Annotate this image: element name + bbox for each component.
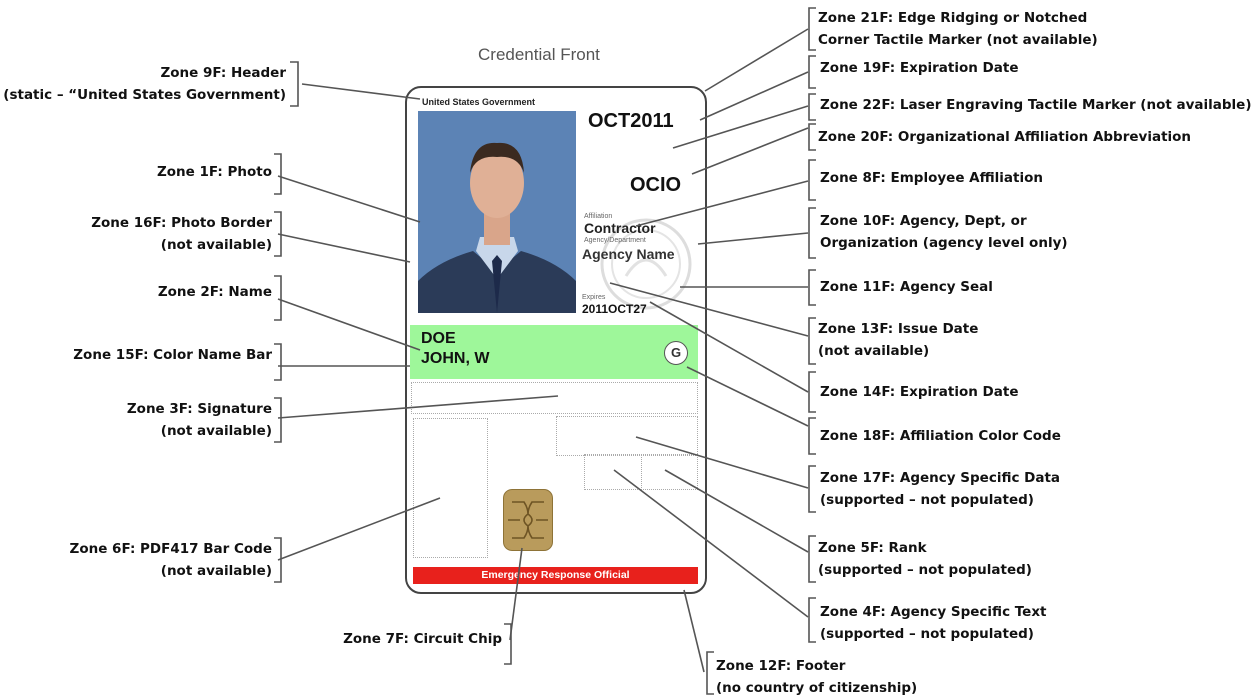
label-zone-6f: Zone 6F: PDF417 Bar Code(not available): [69, 541, 272, 579]
label-zone-11f: Zone 11F: Agency Seal: [820, 279, 993, 295]
diagram-title: Credential Front: [478, 45, 600, 64]
label-zone-7f: Zone 7F: Circuit Chip: [343, 631, 502, 647]
card-header: United States Government: [422, 97, 536, 107]
affiliation-color-code: G: [664, 341, 688, 365]
expiration-date-large: OCT2011: [588, 110, 674, 132]
label-zone-14f: Zone 14F: Expiration Date: [820, 384, 1019, 400]
label-zone-13f: Zone 13F: Issue Date(not available): [818, 321, 979, 359]
person-photo-icon: [418, 111, 576, 313]
label-zone-20f: Zone 20F: Organizational Affiliation Abb…: [818, 129, 1192, 145]
label-zone-5f: Zone 5F: Rank(supported – not populated): [818, 540, 1032, 578]
signature-area: [411, 382, 698, 414]
rank-area: [641, 454, 698, 490]
chip-icon: [508, 501, 548, 539]
org-abbreviation: OCIO: [630, 174, 682, 196]
label-zone-18f: Zone 18F: Affiliation Color Code: [820, 428, 1061, 444]
label-zone-8f: Zone 8F: Employee Affiliation: [820, 170, 1044, 186]
label-zone-15f: Zone 15F: Color Name Bar: [73, 347, 272, 363]
employee-affiliation: Contractor: [584, 220, 656, 236]
label-zone-16f: Zone 16F: Photo Border(not available): [91, 215, 272, 253]
label-zone-12f: Zone 12F: Footer(no country of citizensh…: [716, 658, 918, 696]
label-zone-4f: Zone 4F: Agency Specific Text(supported …: [820, 604, 1047, 642]
photo: [418, 111, 576, 313]
label-zone-17f: Zone 17F: Agency Specific Data(supported…: [820, 470, 1061, 508]
expires-date: 2011OCT27: [582, 302, 647, 316]
circuit-chip: [503, 489, 553, 551]
expires-caption: Expires: [582, 294, 606, 301]
agency-seal-icon: [600, 218, 692, 310]
label-zone-3f: Zone 3F: Signature(not available): [126, 401, 272, 439]
agency-caption: Agency/Department: [584, 237, 646, 244]
label-zone-2f: Zone 2F: Name: [157, 284, 272, 300]
label-zone-9f: Zone 9F: Header(static – “United States …: [3, 65, 286, 103]
name-line-2: JOHN, W: [421, 350, 490, 367]
label-zone-1f: Zone 1F: Photo: [156, 164, 272, 180]
color-name-bar: [410, 325, 698, 379]
label-zone-22f: Zone 22F: Laser Engraving Tactile Marker…: [820, 97, 1252, 113]
name-line-1: DOE: [421, 330, 456, 347]
barcode-area: [413, 418, 488, 558]
agency-specific-data-area: [556, 416, 698, 456]
label-zone-19f: Zone 19F: Expiration Date: [820, 60, 1019, 76]
agency-name: Agency Name: [582, 246, 675, 262]
affiliation-caption: Affiliation: [584, 213, 613, 220]
